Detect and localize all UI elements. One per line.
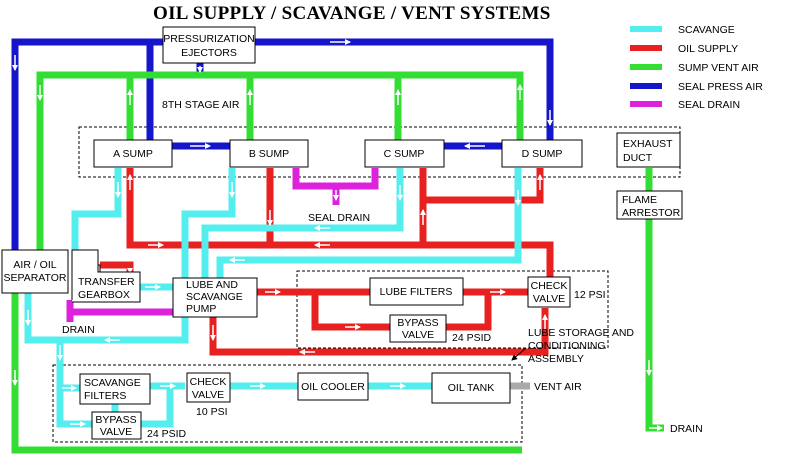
legend-label-seal-press-air: SEAL PRESS AIR (678, 81, 763, 93)
bypass-valve-lower-box: BYPASS VALVE (91, 411, 142, 440)
air-oil-separator-box: AIR / OIL SEPARATOR (1, 249, 69, 294)
scavange-filters-label-line2: FILTERS (84, 390, 126, 402)
bypass-valve-upper-box: BYPASS VALVE (389, 314, 447, 343)
lube-storage-label-line1: LUBE STORAGE AND (528, 327, 634, 339)
exhaust-duct-label-line1: EXHAUST (623, 138, 673, 150)
oil-cooler-box: OIL COOLER (297, 372, 369, 401)
flow-arrows (12, 39, 663, 431)
oil-cooler-label: OIL COOLER (301, 381, 365, 393)
seal-drain-lines (66, 168, 379, 322)
legend-label-seal-drain: SEAL DRAIN (678, 99, 740, 111)
b-sump-box: B SUMP (229, 139, 309, 168)
check-valve-upper-box: CHECK VALVE (527, 276, 571, 308)
transfer-gearbox-label-line1: TRANSFER (78, 276, 135, 288)
seal-press-air-lines (11, 38, 554, 250)
scavange-filters-label-line1: SCAVANGE (84, 377, 141, 389)
flame-arrestor-label-line2: ARRESTOR (622, 207, 681, 219)
check-valve-upper-label-line2: VALVE (533, 293, 565, 305)
d-sump-box: D SUMP (501, 139, 583, 168)
psi-12-label: 12 PSI (574, 289, 606, 301)
pressurization-ejectors-label-line1: PRESSURIZATION (163, 33, 254, 45)
oil-tank-label: OIL TANK (448, 382, 495, 394)
drain-right-label: DRAIN (670, 423, 703, 435)
legend-label-scavange: SCAVANGE (678, 24, 735, 36)
check-valve-lower-box: CHECK VALVE (186, 372, 231, 403)
flame-arrestor-box: FLAME ARRESTOR (616, 190, 683, 220)
lube-storage-pointer (511, 347, 527, 361)
check-valve-lower-label-line2: VALVE (192, 389, 224, 401)
psid-24-lower-label: 24 PSID (147, 428, 187, 440)
d-sump-label: D SUMP (522, 148, 563, 160)
pressurization-ejectors-box: PRESSURIZATION EJECTORS (162, 26, 256, 64)
transfer-gearbox-label-line2: GEARBOX (78, 289, 130, 301)
bypass-valve-upper-label-line1: BYPASS (397, 317, 438, 329)
c-sump-box: C SUMP (364, 139, 445, 168)
check-valve-lower-label-line1: CHECK (190, 376, 227, 388)
b-sump-label: B SUMP (249, 148, 289, 160)
seal-drain-label: SEAL DRAIN (308, 212, 370, 224)
flame-arrestor-label-line1: FLAME (622, 194, 657, 206)
oil-tank-box: OIL TANK (431, 372, 511, 404)
drain-left-label: DRAIN (62, 324, 95, 336)
lube-filters-box: LUBE FILTERS (369, 277, 464, 306)
lube-scavange-pump-label-line1: LUBE AND (186, 279, 238, 291)
diagram-title: OIL SUPPLY / SCAVANGE / VENT SYSTEMS (153, 3, 551, 24)
legend: SCAVANGE OIL SUPPLY SUMP VENT AIR SEAL P… (630, 24, 763, 111)
lube-scavange-pump-label-line2: SCAVANGE (186, 291, 243, 303)
air-oil-separator-label-line1: AIR / OIL (13, 259, 56, 271)
psid-24-upper-label: 24 PSID (452, 332, 492, 344)
vent-air-label: VENT AIR (534, 381, 582, 393)
lube-scavange-pump-box: LUBE AND SCAVANGE PUMP (172, 277, 258, 318)
legend-label-oil-supply: OIL SUPPLY (678, 43, 738, 55)
lube-storage-region-outline (52, 364, 523, 443)
transfer-gearbox-box: TRANSFER GEARBOX (71, 249, 141, 303)
lube-filters-region-outline (296, 270, 609, 349)
bypass-valve-lower-label-line2: VALVE (100, 426, 132, 438)
lube-filters-label: LUBE FILTERS (380, 286, 453, 298)
c-sump-label: C SUMP (384, 148, 425, 160)
lube-storage-label-line2: CONDITIONING (528, 340, 606, 352)
pressurization-ejectors-label-line2: EJECTORS (181, 47, 237, 59)
bypass-valve-lower-label-line1: BYPASS (95, 414, 136, 426)
exhaust-duct-box: EXHAUST DUCT (616, 132, 681, 168)
eighth-stage-air-label: 8TH STAGE AIR (162, 99, 240, 111)
a-sump-label: A SUMP (113, 148, 153, 160)
bypass-valve-upper-label-line2: VALVE (402, 329, 434, 341)
lube-scavange-pump-label-line3: PUMP (186, 303, 216, 315)
lube-storage-label-line3: ASSEMBLY (528, 353, 584, 365)
a-sump-box: A SUMP (93, 139, 173, 168)
legend-label-sump-vent-air: SUMP VENT AIR (678, 62, 759, 74)
psi-10-label: 10 PSI (196, 406, 228, 418)
exhaust-duct-label-line2: DUCT (623, 152, 653, 164)
check-valve-upper-label-line1: CHECK (531, 280, 568, 292)
air-oil-separator-label-line2: SEPARATOR (3, 272, 66, 284)
scavange-filters-box: SCAVANGE FILTERS (79, 373, 151, 405)
